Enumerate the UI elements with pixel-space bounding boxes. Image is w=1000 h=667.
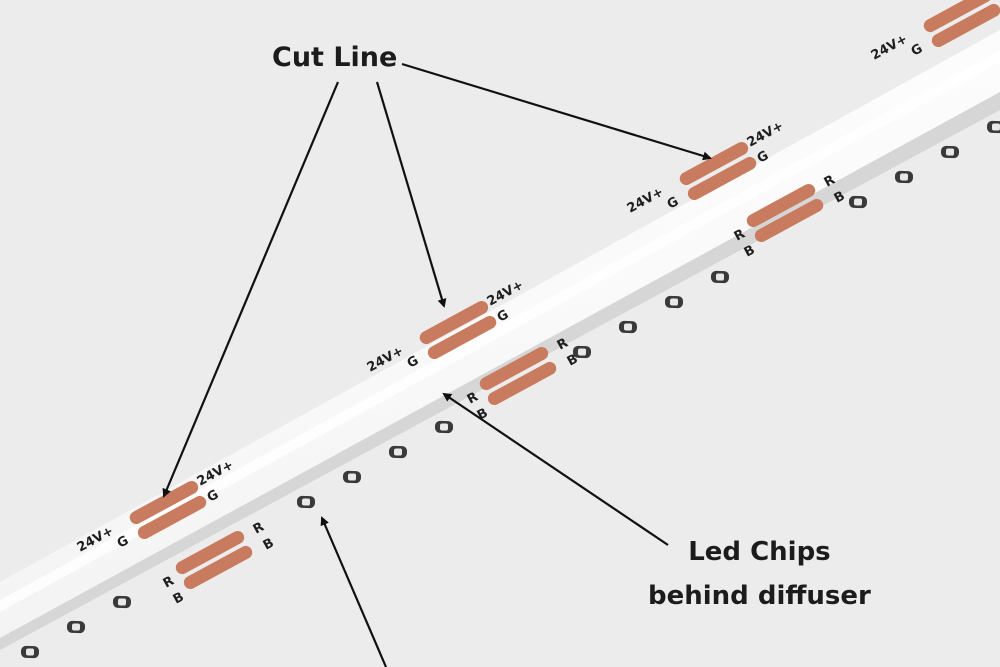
cut-line-arrow-3 [401,62,712,161]
rb-pad-3-upper [746,183,816,228]
led-chips-label-line2: behind diffuser [648,581,871,611]
marking-voltage-right-3: 24V+ [745,119,786,151]
lower-arrow [320,516,388,667]
marking-blue-right-1: B [261,536,277,554]
cut-pad-4 [923,0,1000,48]
led-chip [296,495,316,509]
marking-red-left-1: R [161,574,177,592]
rb-pad-3 [746,183,824,243]
led-chip [342,470,362,484]
led-chip-lens [577,348,587,356]
cut-pad-4-upper [923,0,993,33]
marking-blue-left-3: B [742,243,758,261]
led-chips [20,120,1000,659]
led-chip-lens [117,598,127,606]
led-chip-lens [669,298,679,306]
led-chip [66,620,86,634]
copper-pads [129,0,1000,590]
led-chip-lens [991,123,1000,131]
led-chip-lens [439,423,449,431]
cut-pad-2-lower [427,315,497,360]
led-chip-lens [623,323,633,331]
cut-pad-1 [129,480,207,540]
cut-pad-3 [679,141,757,201]
rb-pad-2-upper [479,346,549,391]
cut-pad-1-lower [137,495,207,540]
led-chip [986,120,1000,134]
led-chip-lens [899,173,909,181]
annotation-arrows [162,62,712,667]
led-chip [434,420,454,434]
led-chip [20,645,40,659]
rb-pad-2-lower [487,361,557,406]
led-chip-lens [347,473,357,481]
cut-pad-2-upper [419,300,489,345]
led-chip [664,295,684,309]
marking-voltage-left-3: 24V+ [625,185,666,217]
led-chip [112,595,132,609]
led-chip-lens [71,623,81,631]
led-chip [572,345,592,359]
led-chip [388,445,408,459]
led-chip-lens [853,198,863,206]
marking-red-right-1: R [251,520,267,538]
rb-pad-1 [175,530,253,590]
rb-pad-1-upper [175,530,245,575]
cut-pad-1-upper [129,480,199,525]
led-chip-lens [393,448,403,456]
led-chips-label-line1: Led Chips [688,537,831,567]
cut-pad-2 [419,300,497,360]
rb-pad-3-lower [754,198,824,243]
marking-blue-left-1: B [171,590,187,608]
led-chip [848,195,868,209]
marking-voltage-left-4: 24V+ [869,32,910,64]
led-chip-lens [715,273,725,281]
led-chip [940,145,960,159]
led-chip-lens [25,648,35,656]
led-chip [618,320,638,334]
led-chip-lens [945,148,955,156]
cut-pad-3-lower [687,156,757,201]
led-chip-lens [301,498,311,506]
cut-pad-4-lower [931,3,1000,48]
diffuser-band [0,50,1000,612]
led-chip [710,270,730,284]
cut-line-label: Cut Line [272,42,398,73]
cut-line-arrow-2 [375,81,447,308]
marking-ground-left-4: G [909,41,926,59]
marking-red-left-2: R [465,390,481,408]
led-chips-arrow [442,392,669,546]
led-chip [894,170,914,184]
cut-line-arrow-1 [162,81,340,498]
rb-pad-1-lower [183,545,253,590]
led-chips-label: Led Chips behind diffuser [648,530,871,618]
cut-pad-3-upper [679,141,749,186]
rb-pad-2 [479,346,557,406]
